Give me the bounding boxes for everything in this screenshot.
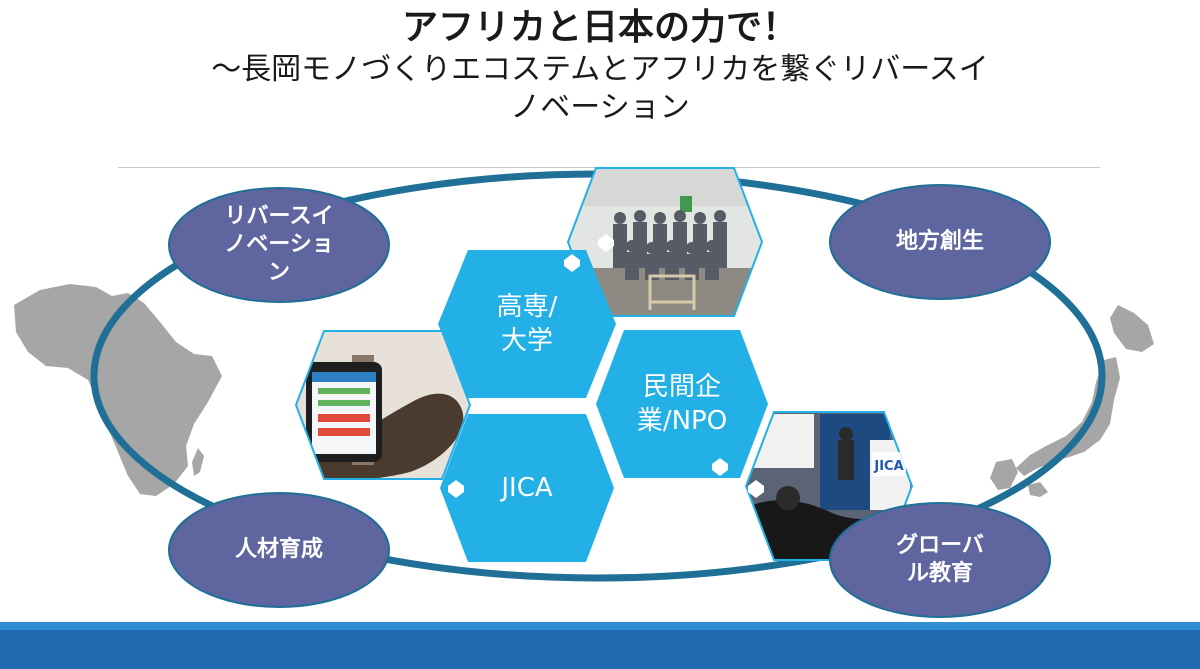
japan-map <box>990 305 1154 497</box>
bubble-human-resources <box>168 492 390 608</box>
jica-logo-sign <box>872 452 906 476</box>
slide-subtitle-line-2: ノベーション <box>510 90 690 125</box>
slide-title: アフリカと日本の力で！ <box>401 7 798 48</box>
hex-private-npo <box>596 330 768 478</box>
hex-accent <box>448 480 464 498</box>
hex-accent <box>564 254 580 272</box>
hex-kosen-university <box>438 250 616 398</box>
hex-jica <box>440 414 614 562</box>
bubble-reverse-innovation <box>168 187 390 303</box>
africa-map <box>14 284 222 496</box>
phone-app-photo <box>296 331 470 479</box>
jica-logo-text: JICA <box>873 459 903 474</box>
bubble-regional-revitalization <box>829 184 1051 300</box>
hex-accent <box>598 234 614 252</box>
footer-accent-bar <box>0 622 1200 630</box>
footer-bar <box>0 630 1200 669</box>
bubble-global-education <box>829 502 1051 618</box>
hex-accent <box>712 458 728 476</box>
hex-accent <box>748 480 764 498</box>
slide-subtitle-line-1: ～長岡モノづくりエコステムとアフリカを繋ぐリバースイ <box>211 52 989 87</box>
